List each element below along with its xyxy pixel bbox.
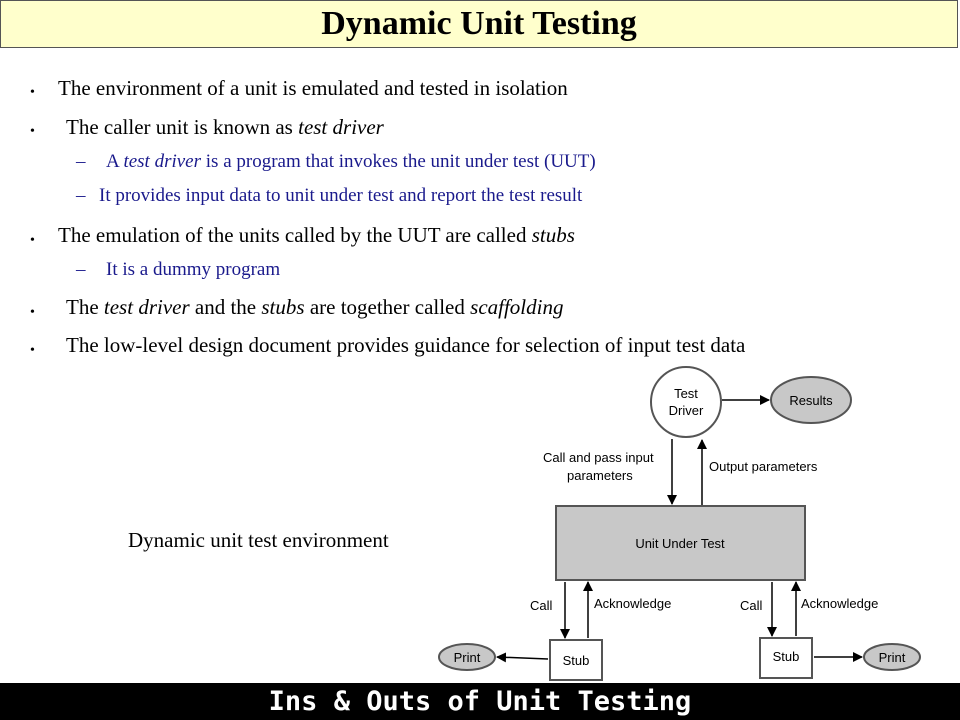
bullet-scaffolding: The test driver and the stubs are togeth… xyxy=(66,295,563,320)
print-left-node xyxy=(438,643,496,671)
uut-node xyxy=(555,505,806,581)
footer-text: Ins & Outs of Unit Testing xyxy=(268,686,692,717)
print-right-label: Print xyxy=(879,650,906,665)
slide-title: Dynamic Unit Testing xyxy=(321,5,637,42)
bullet-text: It is a dummy program xyxy=(106,259,281,280)
bullet-caller-unit: The caller unit is known as test driver xyxy=(66,115,384,140)
bullet-emphasis: test driver xyxy=(298,115,384,139)
bullet-text: The environment of a unit is emulated an… xyxy=(58,76,568,100)
bullet-environment: The environment of a unit is emulated an… xyxy=(58,76,568,101)
bullet-text: It provides input data to unit under tes… xyxy=(99,185,583,206)
stub-left-label: Stub xyxy=(563,653,590,668)
sub-bullet-input-data: It provides input data to unit under tes… xyxy=(99,185,582,207)
bullet-text: and the xyxy=(189,295,262,319)
call-pass-label-2: parameters xyxy=(567,468,633,483)
results-label: Results xyxy=(789,393,833,408)
bullet-emphasis: scaffolding xyxy=(470,295,564,319)
bullet-emphasis: stubs xyxy=(531,223,575,247)
bullet-text: are together called xyxy=(304,295,471,319)
stub-right-node xyxy=(759,637,813,679)
bullet-emphasis: stubs xyxy=(261,295,305,319)
footer-bar: Ins & Outs of Unit Testing xyxy=(0,683,960,720)
bullet-emphasis: test driver xyxy=(103,295,190,319)
dash-marker: – xyxy=(76,151,86,172)
bullet-text: The xyxy=(66,295,104,319)
bullet-marker: • xyxy=(30,85,35,100)
dash-marker: – xyxy=(76,259,86,280)
bullet-text: The low-level design document provides g… xyxy=(66,333,746,357)
bullet-marker: • xyxy=(30,305,35,320)
sub-bullet-test-driver: A test driver is a program that invokes … xyxy=(106,151,596,173)
call-label-right: Call xyxy=(740,598,763,613)
title-bar: Dynamic Unit Testing xyxy=(0,0,958,48)
bullet-marker: • xyxy=(30,343,35,358)
bullet-design-doc: The low-level design document provides g… xyxy=(66,333,745,358)
uut-label: Unit Under Test xyxy=(635,536,725,551)
stub-right-label: Stub xyxy=(773,649,800,664)
sub-bullet-dummy: It is a dummy program xyxy=(106,259,280,281)
acknowledge-label-left: Acknowledge xyxy=(594,596,671,611)
call-label-left: Call xyxy=(530,598,553,613)
print-right-node xyxy=(863,643,921,671)
bullet-text: The emulation of the units called by the… xyxy=(58,223,532,247)
bullet-text: A xyxy=(106,151,124,172)
bullet-text: is a program that invokes the unit under… xyxy=(201,151,596,172)
test-driver-label-1: Test xyxy=(674,386,698,401)
stub-left-node xyxy=(549,639,603,681)
bullet-emulation: The emulation of the units called by the… xyxy=(58,223,575,248)
dash-marker: – xyxy=(76,185,86,206)
bullet-marker: • xyxy=(30,124,35,139)
bullet-marker: • xyxy=(30,233,35,248)
print-left-label: Print xyxy=(454,650,481,665)
bullet-emphasis: test driver xyxy=(123,151,202,172)
bullet-text: The caller unit is known as xyxy=(66,115,299,139)
acknowledge-label-right: Acknowledge xyxy=(801,596,878,611)
test-driver-node xyxy=(650,366,722,438)
diagram-caption: Dynamic unit test environment xyxy=(128,528,389,552)
call-pass-label-1: Call and pass input xyxy=(543,450,654,465)
arrow-stub-print-left xyxy=(496,652,549,663)
results-node xyxy=(770,376,852,424)
output-params-label: Output parameters xyxy=(709,459,818,474)
test-driver-label-2: Driver xyxy=(669,403,704,418)
